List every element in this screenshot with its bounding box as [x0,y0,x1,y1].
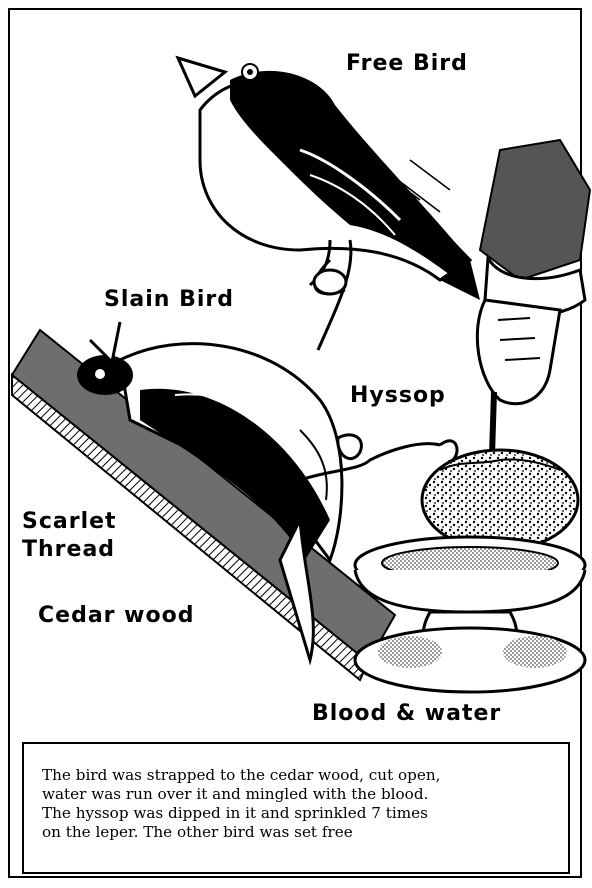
caption-box: The bird was strapped to the cedar wood,… [22,742,570,874]
label-slain-bird: Slain Bird [104,288,234,312]
label-scarlet-thread: Scarlet Thread [22,508,117,564]
label-hyssop: Hyssop [350,384,446,408]
label-cedar-wood: Cedar wood [38,604,194,628]
hyssop-bundle [422,450,578,550]
label-blood-water: Blood & water [312,702,501,726]
caption-text: The bird was strapped to the cedar wood,… [42,766,562,842]
priest-hand [477,140,590,455]
label-free-bird: Free Bird [346,52,468,76]
